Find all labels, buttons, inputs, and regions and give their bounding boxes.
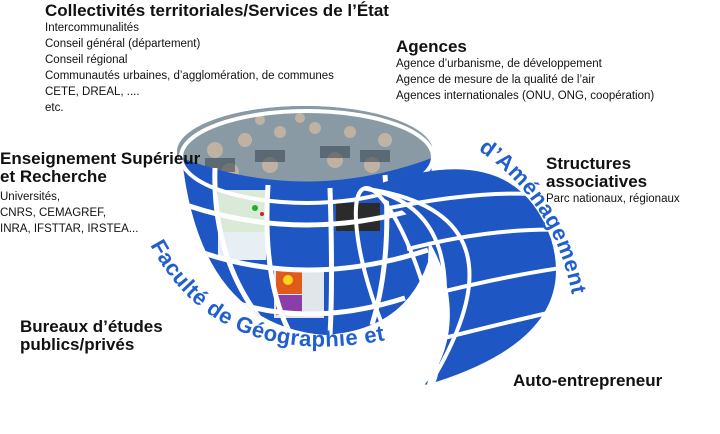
agences-item: Agence d’urbanisme, de développement [396, 58, 602, 70]
auto-block: Auto-entrepreneur [513, 372, 662, 390]
structures-block: Structures associatives Parc nationaux, … [546, 155, 720, 207]
collectivites-item: Communautés urbaines, d’agglomération, d… [45, 70, 334, 82]
agences-block: Agences Agence d’urbanisme, de développe… [396, 38, 654, 104]
collectivites-item: etc. [45, 102, 64, 114]
auto-title: Auto-entrepreneur [513, 371, 663, 390]
enseignement-title-1: Enseignement Supérieur [0, 149, 201, 168]
collectivites-item: Intercommunalités [45, 22, 139, 34]
collectivites-item: CETE, DREAL, .... [45, 86, 140, 98]
enseignement-item: Universités, [0, 191, 61, 203]
collectivites-item: Conseil régional [45, 54, 128, 66]
bureaux-block: Bureaux d’études publics/privés [20, 318, 163, 354]
bureaux-title-2: publics/privés [20, 335, 135, 354]
collectivites-item: Conseil général (département) [45, 38, 201, 50]
bureaux-title-1: Bureaux d’études [20, 317, 163, 336]
agences-item: Agence de mesure de la qualité de l’air [396, 74, 595, 86]
enseignement-item: INRA, IFSTTAR, IRSTEA... [0, 223, 139, 235]
agences-title: Agences [396, 37, 467, 56]
globe-lid [353, 169, 559, 389]
enseignement-block: Enseignement Supérieur et Recherche Univ… [0, 150, 200, 237]
structures-title: Structures associatives [546, 154, 648, 191]
collectivites-block: Collectivités territoriales/Services de … [45, 2, 389, 116]
collectivites-title: Collectivités territoriales/Services de … [45, 1, 389, 20]
enseignement-item: CNRS, CEMAGREF, [0, 207, 107, 219]
enseignement-title-2: et Recherche [0, 167, 107, 186]
structures-item: Parc nationaux, régionaux [546, 193, 680, 205]
agences-item: Agences internationales (ONU, ONG, coopé… [396, 90, 655, 102]
